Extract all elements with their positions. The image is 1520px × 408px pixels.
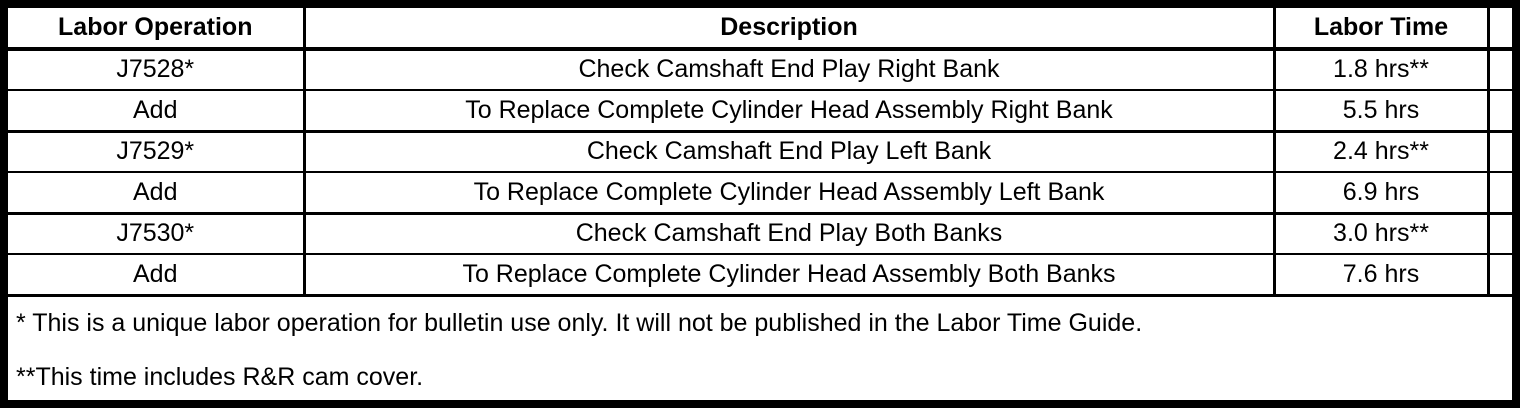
labor-operation-cell: Add xyxy=(8,90,306,133)
footnotes: * This is a unique labor operation for b… xyxy=(8,297,1512,399)
labor-time-cell: 7.6 hrs xyxy=(1274,254,1490,297)
empty-cell xyxy=(1488,90,1512,133)
description-cell: To Replace Complete Cylinder Head Assemb… xyxy=(304,254,1276,297)
header-labor-time: Labor Time xyxy=(1274,8,1490,51)
labor-operation-cell: Add xyxy=(8,254,306,297)
table-row: Add To Replace Complete Cylinder Head As… xyxy=(8,172,1512,215)
table-row: Add To Replace Complete Cylinder Head As… xyxy=(8,254,1512,297)
table-row: J7529* Check Camshaft End Play Left Bank… xyxy=(8,131,1512,173)
empty-cell xyxy=(1488,49,1512,91)
header-labor-operation: Labor Operation xyxy=(8,8,306,51)
empty-cell xyxy=(1488,172,1512,215)
labor-time-cell: 6.9 hrs xyxy=(1274,172,1490,215)
labor-operation-cell: J7528* xyxy=(8,49,306,91)
table-row: Add To Replace Complete Cylinder Head As… xyxy=(8,90,1512,133)
labor-time-cell: 3.0 hrs** xyxy=(1274,213,1490,255)
table-header-row: Labor Operation Description Labor Time xyxy=(8,8,1512,51)
labor-operation-cell: J7530* xyxy=(8,213,306,255)
empty-cell xyxy=(1488,254,1512,297)
description-cell: Check Camshaft End Play Left Bank xyxy=(304,131,1276,173)
description-cell: Check Camshaft End Play Both Banks xyxy=(304,213,1276,255)
labor-time-cell: 5.5 hrs xyxy=(1274,90,1490,133)
table-row: J7530* Check Camshaft End Play Both Bank… xyxy=(8,213,1512,255)
labor-operation-cell: Add xyxy=(8,172,306,215)
table-row: J7528* Check Camshaft End Play Right Ban… xyxy=(8,49,1512,91)
footnote-unique-operation: * This is a unique labor operation for b… xyxy=(16,308,1143,337)
empty-cell xyxy=(1488,213,1512,255)
labor-time-table: Labor Operation Description Labor Time J… xyxy=(8,8,1512,297)
header-empty xyxy=(1488,8,1512,51)
description-cell: Check Camshaft End Play Right Bank xyxy=(304,49,1276,91)
empty-cell xyxy=(1488,131,1512,173)
description-cell: To Replace Complete Cylinder Head Assemb… xyxy=(304,172,1276,215)
labor-operation-cell: J7529* xyxy=(8,131,306,173)
description-cell: To Replace Complete Cylinder Head Assemb… xyxy=(304,90,1276,133)
footnote-rr-cam-cover: **This time includes R&R cam cover. xyxy=(16,363,424,392)
labor-time-cell: 2.4 hrs** xyxy=(1274,131,1490,173)
labor-time-cell: 1.8 hrs** xyxy=(1274,49,1490,91)
header-description: Description xyxy=(304,8,1276,51)
